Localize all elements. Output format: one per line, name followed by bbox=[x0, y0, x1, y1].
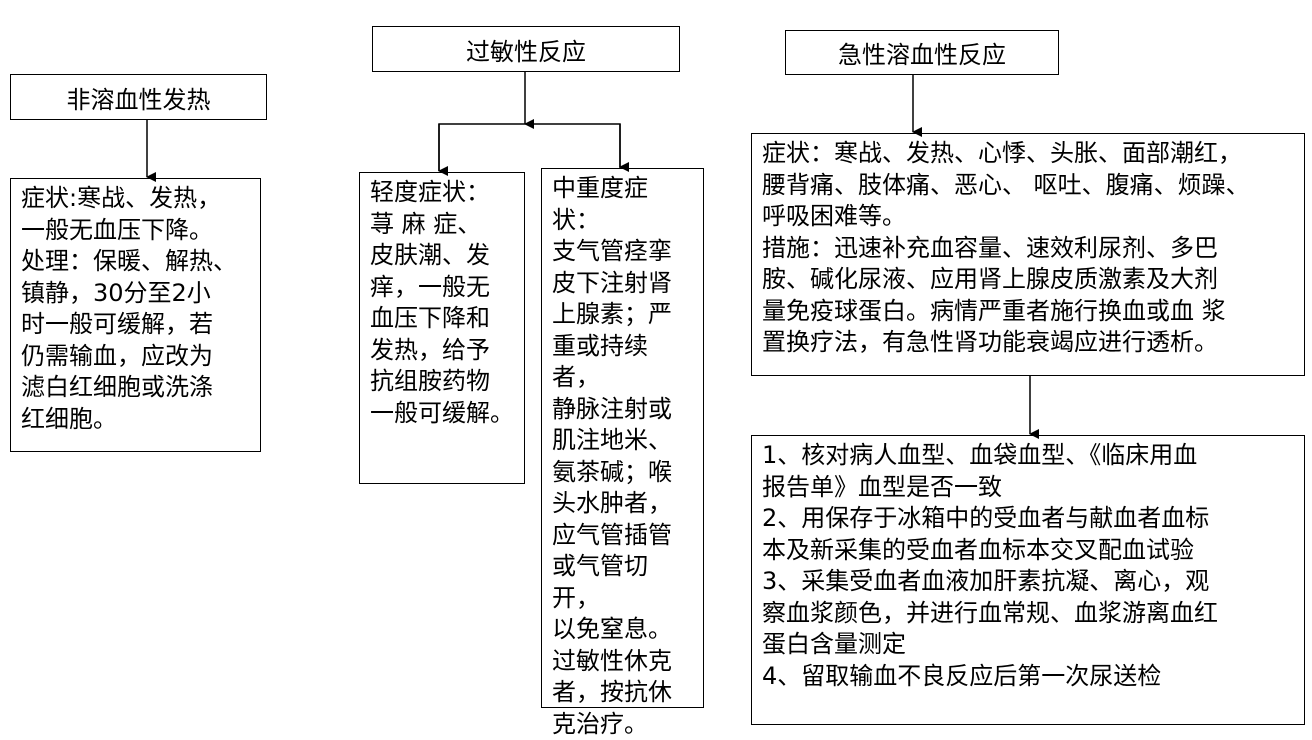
allergic-branch-bar bbox=[439, 124, 620, 171]
connector-arrows bbox=[0, 0, 1312, 718]
